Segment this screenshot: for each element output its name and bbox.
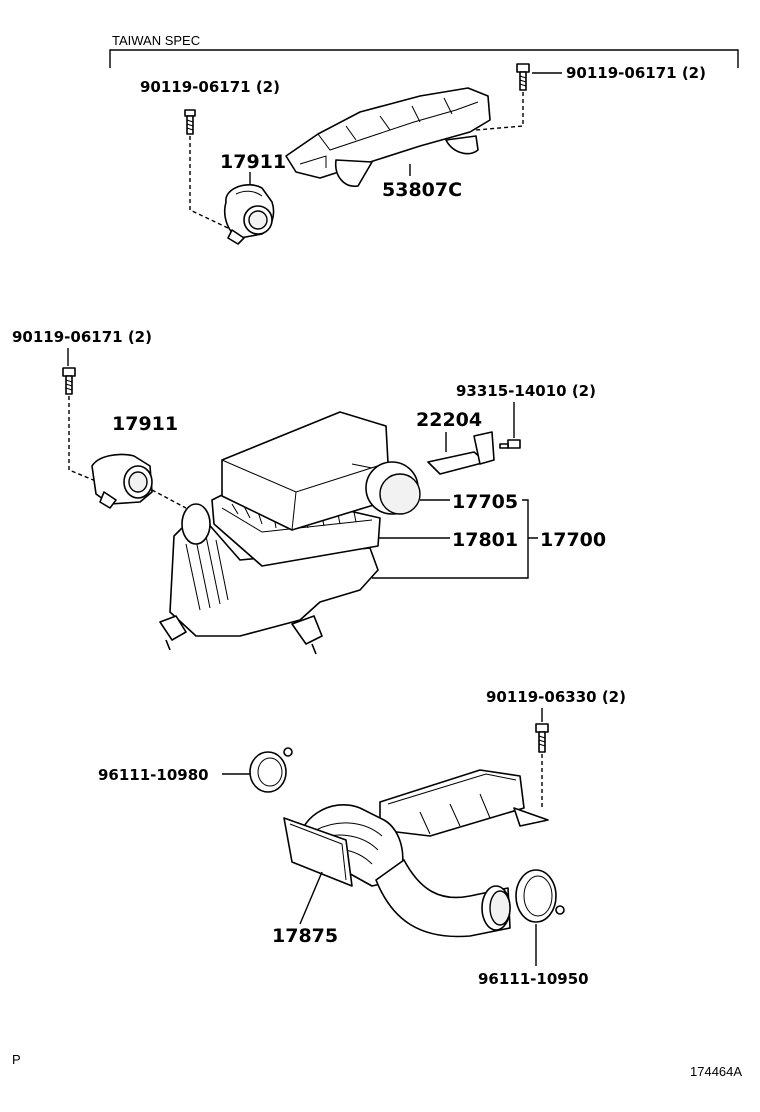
bracket-53807c-icon <box>285 87 491 187</box>
screw-label: 93315-14010 (2) <box>456 382 596 400</box>
bolt-top-left-label: 90119-06171 (2) <box>140 78 280 96</box>
bolt-mid-left-icon <box>62 367 76 395</box>
bolt-top-left-leader <box>189 136 229 229</box>
intake-hose-17875-icon <box>283 769 549 938</box>
air-flow-meter-top-icon <box>224 184 275 245</box>
clamp-upper-label: 96111-10980 <box>98 766 209 784</box>
bolt-mid-left-label: 90119-06171 (2) <box>12 328 152 346</box>
taiwan-spec-label: TAIWAN SPEC <box>112 33 200 48</box>
cap-label: 17705 <box>452 491 518 513</box>
clamp-lower-icon <box>515 869 565 923</box>
sensor-label: 22204 <box>416 409 482 431</box>
hose-pointer <box>299 871 323 925</box>
bolt-lower-icon <box>535 723 549 753</box>
figure-code: 174464A <box>690 1064 742 1079</box>
meter-mid-leader <box>151 489 187 509</box>
assembly-bracket <box>372 499 538 579</box>
element-label: 17801 <box>452 529 518 551</box>
assembly-label: 17700 <box>540 529 606 551</box>
clamp-upper-icon <box>249 747 293 793</box>
sensor-22204-icon <box>427 431 495 475</box>
bolt-mid-left-leader <box>68 396 109 487</box>
bolt-top-right-leader <box>475 92 524 131</box>
meter-top-label: 17911 <box>220 151 286 173</box>
clamp-lower-label: 96111-10950 <box>478 970 589 988</box>
bolt-lower-label: 90119-06330 (2) <box>486 688 626 706</box>
bolt-top-left-icon <box>184 109 196 135</box>
bracket-53807c-label: 53807C <box>382 179 462 201</box>
air-cleaner-assembly-icon <box>159 411 421 655</box>
air-flow-meter-mid-icon <box>91 453 153 509</box>
taiwan-spec-bracket <box>109 49 739 68</box>
bolt-top-right-icon <box>516 63 530 91</box>
bolt-top-right-label: 90119-06171 (2) <box>566 64 706 82</box>
meter-mid-label: 17911 <box>112 413 178 435</box>
corner-letter: P <box>12 1052 21 1067</box>
hose-label: 17875 <box>272 925 338 947</box>
screw-93315-icon <box>499 439 521 449</box>
